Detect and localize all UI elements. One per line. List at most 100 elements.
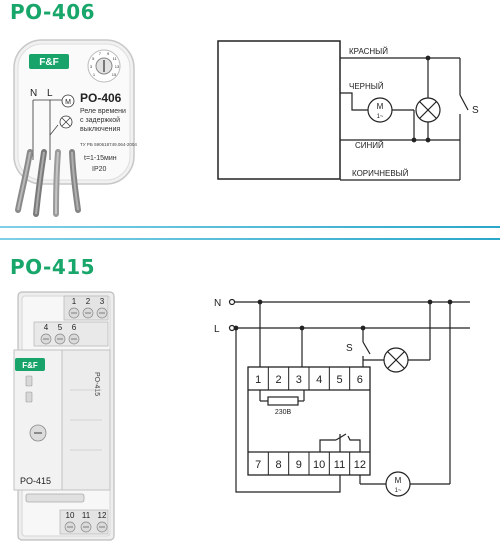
terminal-screw: [96, 307, 108, 319]
po406-wiring-diagram: [217, 40, 469, 181]
diagram-terminal-number: 10: [313, 459, 325, 471]
ff-logo: [29, 54, 69, 69]
dial-mark: 5: [92, 56, 95, 61]
terminal-screw: [64, 521, 76, 533]
diagram-terminal-number: 5: [336, 374, 342, 386]
diagram-terminal-number: 3: [296, 374, 302, 386]
po406-lamp-icon: [59, 115, 73, 129]
wire-label-red: КРАСНЫЙ: [349, 47, 388, 56]
section-title-po415: PO-415: [10, 255, 96, 279]
po406-motor-phase: 1~: [377, 114, 384, 120]
po406-desc-3: выключения: [80, 126, 120, 133]
po415-motor-label: M: [395, 476, 402, 485]
terminal-number: 6: [72, 323, 77, 332]
diagram-terminal-number: 8: [275, 459, 281, 471]
po415-wiring-diagram: [228, 298, 470, 497]
po406-motor-letter: M: [65, 99, 71, 106]
po415-logo: [15, 358, 45, 371]
wire-label-blue: СИНИЙ: [355, 141, 384, 150]
po406-motor-label: M: [377, 102, 384, 111]
po406-wires: [15, 149, 81, 217]
terminal-number: 3: [100, 297, 105, 306]
po415-motor-symbol: [385, 471, 411, 497]
relay-coil: [267, 396, 299, 406]
po415-bottom-terminals: 10 11 12: [64, 511, 108, 533]
po406-tu: ТУ РБ 590618749.064-2004: [80, 142, 137, 147]
po415-motor-phase: 1~: [395, 488, 402, 494]
po406-model-label: PO-406: [80, 91, 122, 105]
po415-lamp-symbol: [383, 347, 409, 373]
time-dial-knob: [95, 57, 113, 75]
terminal-screw: [80, 521, 92, 533]
dial-mark: 1: [93, 72, 96, 77]
section-divider-top: [0, 226, 500, 228]
led-indicator-2: [25, 391, 33, 403]
terminal-number: 4: [44, 323, 49, 332]
dial-mark: 11: [113, 56, 118, 61]
po406-desc-2: с задержкой: [80, 116, 120, 124]
dial-mark: 15: [112, 72, 117, 77]
terminal-number: 2: [86, 297, 91, 306]
section-title-po406: PO-406: [10, 0, 96, 24]
terminal-number: 10: [66, 511, 75, 520]
po406-brand: F&F: [39, 57, 58, 68]
diagram-terminal-number: 11: [334, 459, 345, 471]
wire-label-brown: КОРИЧНЕВЫЙ: [352, 169, 409, 178]
terminal-screw: [68, 333, 80, 345]
terminal-number: 5: [58, 323, 63, 332]
po406-motor-icon: [61, 94, 75, 108]
po406-lamp-symbol: [415, 97, 441, 123]
po406-switch-symbol: [459, 94, 469, 111]
po415-side-text: PO-415: [93, 372, 100, 396]
terminal-label-l: L: [47, 88, 53, 99]
terminal-label-n: N: [30, 88, 37, 99]
dial-mark: 13: [115, 64, 120, 69]
po415-diagram-top-terminals: 1 2 3 4 5 6: [255, 374, 363, 386]
l-line-label: L: [214, 324, 220, 335]
diagram-terminal-number: 4: [316, 374, 322, 386]
po406-switch-label: S: [472, 105, 479, 116]
n-line-label: N: [214, 298, 221, 309]
terminal-number: 1: [72, 297, 77, 306]
dial-scale: [87, 49, 121, 83]
po415-time-knob: [29, 424, 47, 442]
coil-voltage-label: 230В: [275, 409, 292, 416]
section-divider-bottom: [0, 238, 500, 240]
po406-desc-1: Реле времени: [80, 108, 126, 115]
po406-time-range: t=1-15мин: [84, 155, 117, 162]
diagram-terminal-number: 6: [357, 374, 363, 386]
diagram-terminal-number: 2: [275, 374, 281, 386]
terminal-number: 11: [82, 511, 91, 520]
wire-label-black: ЧЕРНЫЙ: [349, 82, 384, 91]
po406-relay-box: [217, 40, 341, 180]
diagram-terminal-number: 7: [255, 459, 261, 471]
po415-switch-label: S: [346, 343, 353, 354]
diagram-terminal-number: 1: [255, 374, 261, 386]
po415-model-label: PO-415: [20, 476, 51, 486]
po406-ip: IP20: [92, 166, 107, 173]
dial-mark: 7: [99, 51, 102, 56]
dial-mark: 9: [107, 51, 110, 56]
diagram-terminal-number: 9: [296, 459, 302, 471]
po415-switch-symbol: [362, 341, 371, 355]
po415-diagram-bottom-terminals: 7 8 9 10 11 12: [255, 459, 366, 471]
diagram-terminal-number: 12: [354, 459, 366, 471]
terminal-screw: [82, 307, 94, 319]
din-rail-latch: [25, 493, 85, 503]
dial-mark: 3: [90, 64, 93, 69]
led-indicator-1: [25, 375, 33, 387]
relay-contact: [335, 433, 347, 441]
po406-motor-symbol: [367, 97, 393, 123]
po415-relay-box: [247, 366, 371, 476]
terminal-screw: [40, 333, 52, 345]
terminal-screw: [54, 333, 66, 345]
po415-brand: F&F: [22, 361, 38, 370]
terminal-screw: [96, 521, 108, 533]
terminal-screw: [68, 307, 80, 319]
terminal-number: 12: [98, 511, 107, 520]
